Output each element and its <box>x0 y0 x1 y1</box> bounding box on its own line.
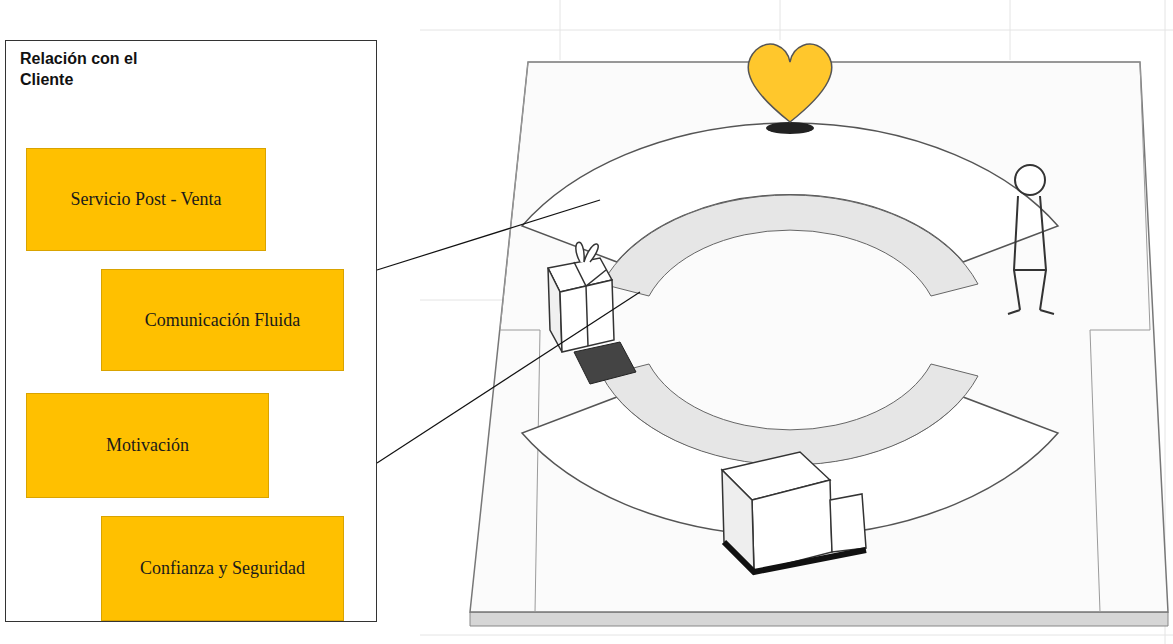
inner-arc-top <box>602 195 978 296</box>
grid-line <box>560 0 561 60</box>
board-edge <box>470 612 1168 626</box>
gift-ribbon <box>574 262 606 346</box>
grid-line <box>780 0 781 40</box>
leader-line <box>377 200 600 270</box>
grid-line <box>420 30 1173 31</box>
box-label: Motivación <box>106 433 189 457</box>
box-label: Confianza y Seguridad <box>140 556 305 580</box>
process-box: Motivación <box>26 393 269 498</box>
person-head <box>1015 165 1045 195</box>
canvas-board <box>470 62 1168 612</box>
board-division <box>500 62 540 612</box>
box-label: Servicio Post - Venta <box>70 187 221 211</box>
board-division <box>1090 62 1150 612</box>
laptop-icon <box>574 342 636 384</box>
panel-heading: Relación con el Cliente <box>20 49 140 91</box>
truck-base <box>724 542 866 572</box>
leader-line <box>377 292 640 463</box>
inner-arc-bottom <box>602 364 978 465</box>
heart-slot <box>766 122 814 134</box>
process-box: Confianza y Seguridad <box>101 516 344 621</box>
grid-line <box>420 635 1173 636</box>
heart-icon <box>748 44 832 122</box>
process-box: Servicio Post - Venta <box>26 148 266 251</box>
box-label: Comunicación Fluida <box>145 308 300 332</box>
background-grid <box>420 0 1173 644</box>
process-box: Comunicación Fluida <box>101 269 344 371</box>
person-figure <box>1008 196 1054 314</box>
gift-bow <box>576 242 598 262</box>
grid-line <box>1010 0 1011 60</box>
panel-box: Relación con el ClienteServicio Post - V… <box>5 40 377 622</box>
outer-arc-top <box>522 123 1058 262</box>
truck-cab <box>830 494 866 552</box>
